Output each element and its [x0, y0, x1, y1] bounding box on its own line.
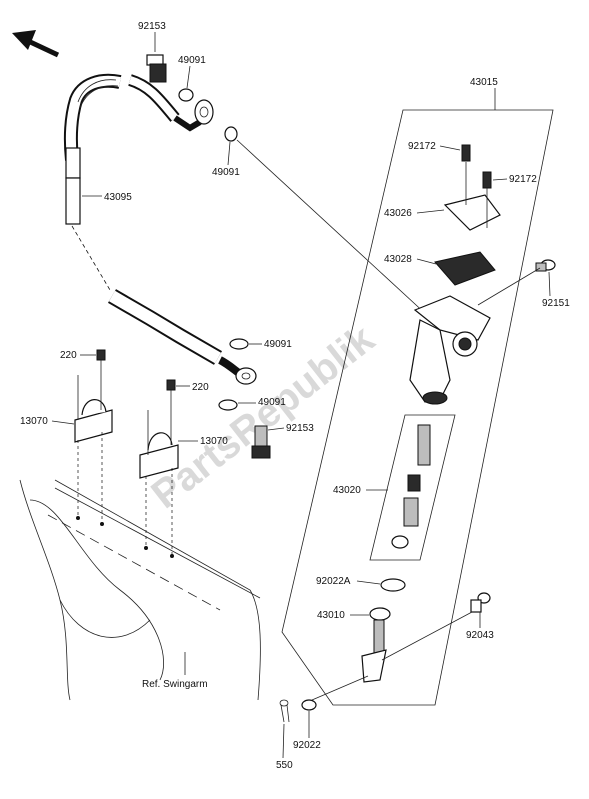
banjo-bolt-92153-lower	[251, 425, 271, 459]
label-220-a: 220	[60, 350, 77, 361]
bolt-220-a	[96, 349, 106, 361]
label-43015: 43015	[470, 77, 498, 88]
label-43026: 43026	[384, 208, 412, 219]
label-43095: 43095	[104, 192, 132, 203]
hose-clamp-13070-a	[74, 399, 113, 443]
assembly-outline-43020	[369, 414, 456, 561]
label-92022: 92022	[293, 740, 321, 751]
banjo-bolt-92153-top	[146, 54, 167, 83]
label-49091-c: 49091	[264, 339, 292, 350]
washer-49091-a	[178, 88, 194, 102]
label-ref-swingarm: Ref. Swingarm	[142, 679, 208, 690]
label-92022A: 92022A	[316, 576, 351, 587]
swingarm-outline	[19, 479, 261, 701]
screw-92172-a	[461, 144, 471, 162]
piston-kit-43020	[391, 424, 431, 549]
washer-49091-c	[229, 338, 249, 350]
diaphragm-43028	[434, 251, 496, 286]
master-cylinder-body	[409, 295, 491, 405]
bolt-92151	[535, 259, 556, 272]
label-49091-d: 49091	[258, 397, 286, 408]
washer-49091-d	[218, 399, 238, 411]
label-550: 550	[276, 760, 293, 771]
circlip-92022A	[380, 578, 406, 592]
label-43028: 43028	[384, 254, 412, 265]
brake-hose-43095	[63, 73, 257, 385]
label-92153-b: 92153	[286, 423, 314, 434]
reservoir-cap-43026	[443, 194, 501, 231]
label-43020: 43020	[333, 485, 361, 496]
hose-clamp-13070-b	[139, 432, 179, 479]
label-13070-a: 13070	[20, 416, 48, 427]
label-92172-a: 92172	[408, 141, 436, 152]
assembly-outline-43015	[281, 109, 554, 706]
label-220-b: 220	[192, 382, 209, 393]
washer-92022	[301, 699, 317, 711]
label-43010: 43010	[317, 610, 345, 621]
cotter-pin-550	[280, 704, 290, 723]
label-92153-top: 92153	[138, 21, 166, 32]
label-92151: 92151	[542, 298, 570, 309]
label-92043: 92043	[466, 630, 494, 641]
push-rod-43010	[361, 607, 391, 683]
front-direction-arrow	[12, 30, 60, 58]
screw-92172-b	[482, 171, 492, 189]
clevis-pin-92043	[470, 592, 491, 613]
label-49091-a: 49091	[178, 55, 206, 66]
washer-49091-b	[224, 126, 238, 142]
label-92172-b: 92172	[509, 174, 537, 185]
label-49091-b: 49091	[212, 167, 240, 178]
bolt-220-b	[166, 379, 176, 391]
label-13070-b: 13070	[200, 436, 228, 447]
